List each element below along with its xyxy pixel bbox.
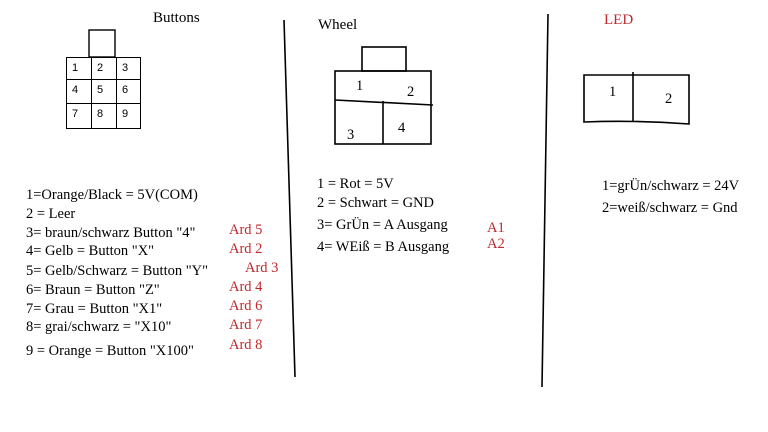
wheel-pin-4: 4= WEiß = B Ausgang xyxy=(317,239,450,255)
buttons-pin-8: 8= grai/schwarz = "X10" xyxy=(26,319,172,335)
buttons-pin-5: 5= Gelb/Schwarz = Button "Y" xyxy=(26,263,209,279)
ard-label-8: Ard 7 xyxy=(229,317,263,333)
buttons-pin-2: 2 = Leer xyxy=(26,206,76,222)
divider-left xyxy=(283,19,296,378)
buttons-connector-tab xyxy=(88,29,116,58)
buttons-pin-4: 4= Gelb = Button "X" xyxy=(26,243,155,259)
led-pin-1: 1=grÜn/schwarz = 24V xyxy=(602,178,740,194)
wheel-cell-4: 4 xyxy=(398,120,406,136)
wheel-connector-tab xyxy=(361,46,407,72)
grid-cell-8: 8 xyxy=(91,103,117,129)
ard-label-9: Ard 8 xyxy=(229,337,263,353)
grid-cell-9: 9 xyxy=(116,103,141,129)
wheel-title: Wheel xyxy=(318,17,358,33)
led-connector-body xyxy=(583,74,690,125)
grid-cell-5: 5 xyxy=(91,79,117,104)
buttons-title: Buttons xyxy=(153,10,200,26)
wheel-cell-1: 1 xyxy=(356,78,364,94)
ard-label-6: Ard 4 xyxy=(229,279,263,295)
divider-right xyxy=(541,13,549,388)
buttons-pin-6: 6= Braun = Button "Z" xyxy=(26,282,160,298)
buttons-pin-3: 3= braun/schwarz Button "4" xyxy=(26,225,196,241)
grid-cell-2: 2 xyxy=(91,57,117,80)
led-cell-2: 2 xyxy=(665,91,673,107)
wheel-ard-a2: A2 xyxy=(487,236,505,252)
grid-cell-7: 7 xyxy=(66,103,92,129)
wheel-pin-3: 3= GrÜn = A Ausgang xyxy=(317,217,448,233)
ard-label-3: Ard 5 xyxy=(229,222,263,238)
led-title: LED xyxy=(604,12,634,28)
wheel-cell-2: 2 xyxy=(407,84,415,100)
wheel-cell-3: 3 xyxy=(347,127,355,143)
wheel-pin-2: 2 = Schwart = GND xyxy=(317,195,435,211)
wheel-pin-1: 1 = Rot = 5V xyxy=(317,176,394,192)
grid-cell-3: 3 xyxy=(116,57,141,80)
buttons-pin-9: 9 = Orange = Button "X100" xyxy=(26,343,194,359)
wheel-ard-a1: A1 xyxy=(487,220,505,236)
grid-cell-6: 6 xyxy=(116,79,141,104)
ard-label-4: Ard 2 xyxy=(229,241,263,257)
grid-cell-4: 4 xyxy=(66,79,92,104)
ard-label-7: Ard 6 xyxy=(229,298,263,314)
wheel-divider-h xyxy=(334,99,434,106)
buttons-pin-7: 7= Grau = Button "X1" xyxy=(26,301,163,317)
buttons-pin-1: 1=Orange/Black = 5V(COM) xyxy=(26,187,198,203)
grid-cell-1: 1 xyxy=(66,57,92,80)
led-cell-1: 1 xyxy=(609,84,617,100)
led-pin-2: 2=weiß/schwarz = Gnd xyxy=(602,200,738,216)
ard-label-5: Ard 3 xyxy=(245,260,279,276)
